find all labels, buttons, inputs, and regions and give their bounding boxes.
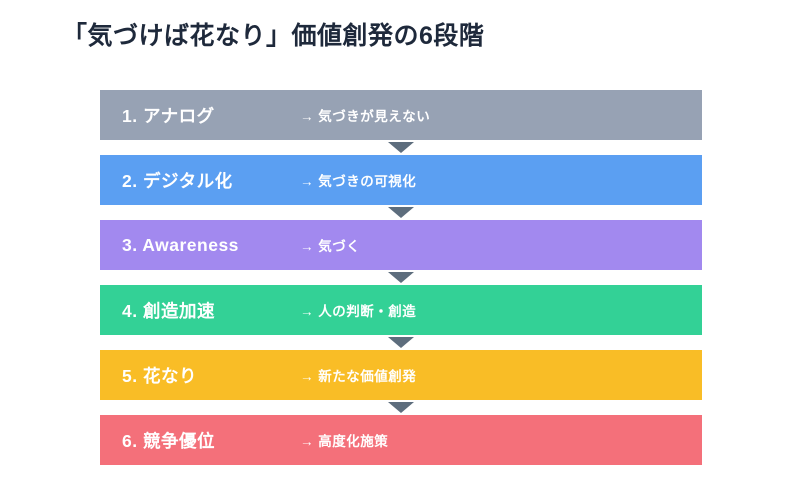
stage-label: 5. 花なり <box>122 365 197 386</box>
stage-label: 4. 創造加速 <box>122 300 215 321</box>
down-arrow-icon <box>388 337 414 348</box>
arrow-gap <box>100 205 702 220</box>
arrow-gap <box>100 140 702 155</box>
stage-list: 1. アナログ → 気づきが見えない 2. デジタル化 → 気づきの可視化 3.… <box>100 90 702 465</box>
stage-bar-4: 4. 創造加速 → 人の判断・創造 <box>100 285 702 335</box>
stage-description: → 新たな価値創発 <box>300 369 417 384</box>
down-arrow-icon <box>388 207 414 218</box>
down-arrow-icon <box>388 402 414 413</box>
stage-bar-6: 6. 競争優位 → 高度化施策 <box>100 415 702 465</box>
stage-description: → 気づきの可視化 <box>300 174 417 189</box>
stage-label: 1. アナログ <box>122 105 215 126</box>
stage-description: → 気づく <box>300 239 361 254</box>
stage-bar-1: 1. アナログ → 気づきが見えない <box>100 90 702 140</box>
stage-description: → 気づきが見えない <box>300 109 431 124</box>
down-arrow-icon <box>388 142 414 153</box>
stage-bar-2: 2. デジタル化 → 気づきの可視化 <box>100 155 702 205</box>
arrow-gap <box>100 335 702 350</box>
stage-label: 3. Awareness <box>122 234 239 255</box>
stage-description: → 人の判断・創造 <box>300 304 417 319</box>
arrow-gap <box>100 270 702 285</box>
page-title: 「気づけば花なり」価値創発の6段階 <box>62 22 485 50</box>
stage-bar-5: 5. 花なり → 新たな価値創発 <box>100 350 702 400</box>
stage-label: 2. デジタル化 <box>122 170 233 191</box>
stage-bar-3: 3. Awareness → 気づく <box>100 220 702 270</box>
down-arrow-icon <box>388 272 414 283</box>
stage-description: → 高度化施策 <box>300 434 389 449</box>
stage-label: 6. 競争優位 <box>122 430 215 451</box>
arrow-gap <box>100 400 702 415</box>
